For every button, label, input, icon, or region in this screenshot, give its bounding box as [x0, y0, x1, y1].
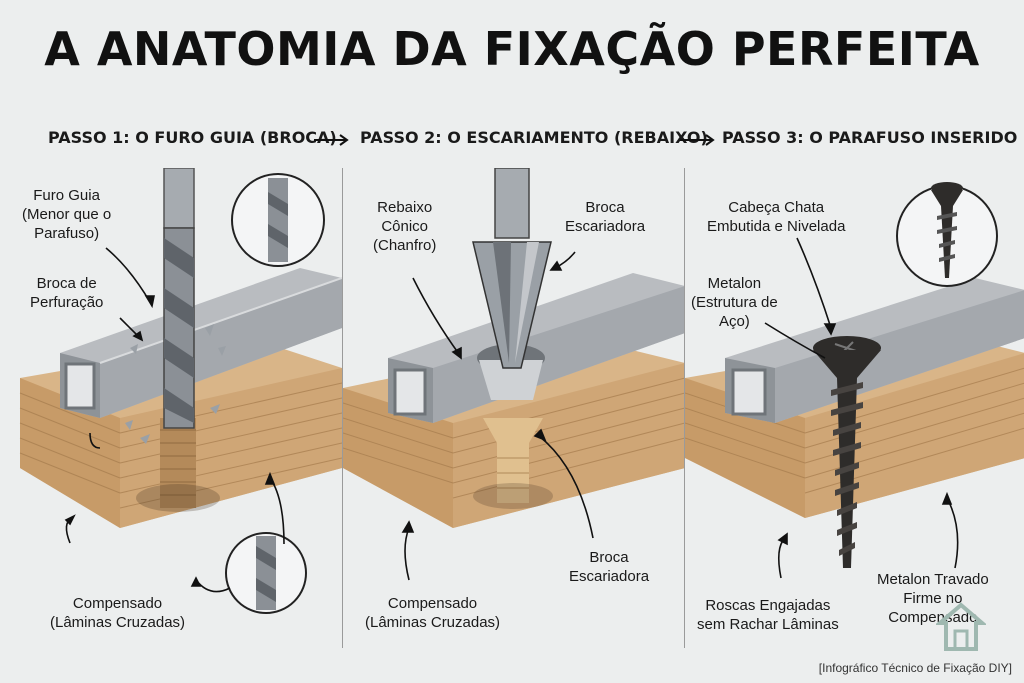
panels: Furo Guia (Menor que o Parafuso) Broca d… [0, 168, 1024, 648]
page-title: A ANATOMIA DA FIXAÇÃO PERFEITA [44, 22, 980, 76]
drill-illustration [19, 168, 342, 614]
label-furo-guia: Furo Guia (Menor que o Parafuso) [22, 187, 112, 242]
house-logo-icon [936, 602, 986, 651]
label-cabeca-chata: Cabeça Chata Embutida e Nivelada [707, 199, 846, 235]
label-compensado-1: Compensado (Lâminas Cruzadas) [50, 595, 186, 631]
step-arrow-icon [314, 134, 349, 146]
panel-step-2: Rebaixo Cônico (Chanfro) Broca Escariado… [342, 168, 685, 648]
footer-credit: [Infográfico Técnico de Fixação DIY] [818, 661, 1012, 675]
label-rebaixo-conico: Rebaixo Cônico (Chanfro) [373, 199, 437, 254]
label-broca-escariadora-top: Broca Escariadora [565, 199, 646, 235]
label-metalon: Metalon (Estrutura de Aço) [691, 275, 778, 330]
panel-step-1: Furo Guia (Menor que o Parafuso) Broca d… [0, 168, 342, 648]
step-3-label: PASSO 3: O PARAFUSO INSERIDO [722, 128, 1018, 147]
label-broca-perfuracao: Broca de Perfuração [30, 275, 104, 311]
label-metalon-travado: Metalon Travado Firme no Compensado [877, 571, 989, 626]
step-2-label: PASSO 2: O ESCARIAMENTO (REBAIXO) [360, 128, 708, 147]
step-arrow-icon [680, 134, 715, 146]
label-roscas-engajadas: Roscas Engajadas sem Rachar Lâminas [697, 597, 839, 633]
steps-header: PASSO 1: O FURO GUIA (BROCA) PASSO 2: O … [0, 128, 1024, 156]
label-compensado-2: Compensado (Lâminas Cruzadas) [365, 595, 501, 631]
label-broca-escariadora-bottom: Broca Escariadora [569, 549, 650, 585]
panel-step-3: Cabeça Chata Embutida e Nivelada Metalon… [684, 168, 1024, 648]
countersink-illustration [343, 168, 685, 581]
step-1-label: PASSO 1: O FURO GUIA (BROCA) [48, 128, 337, 147]
screw-illustration [685, 182, 1024, 579]
